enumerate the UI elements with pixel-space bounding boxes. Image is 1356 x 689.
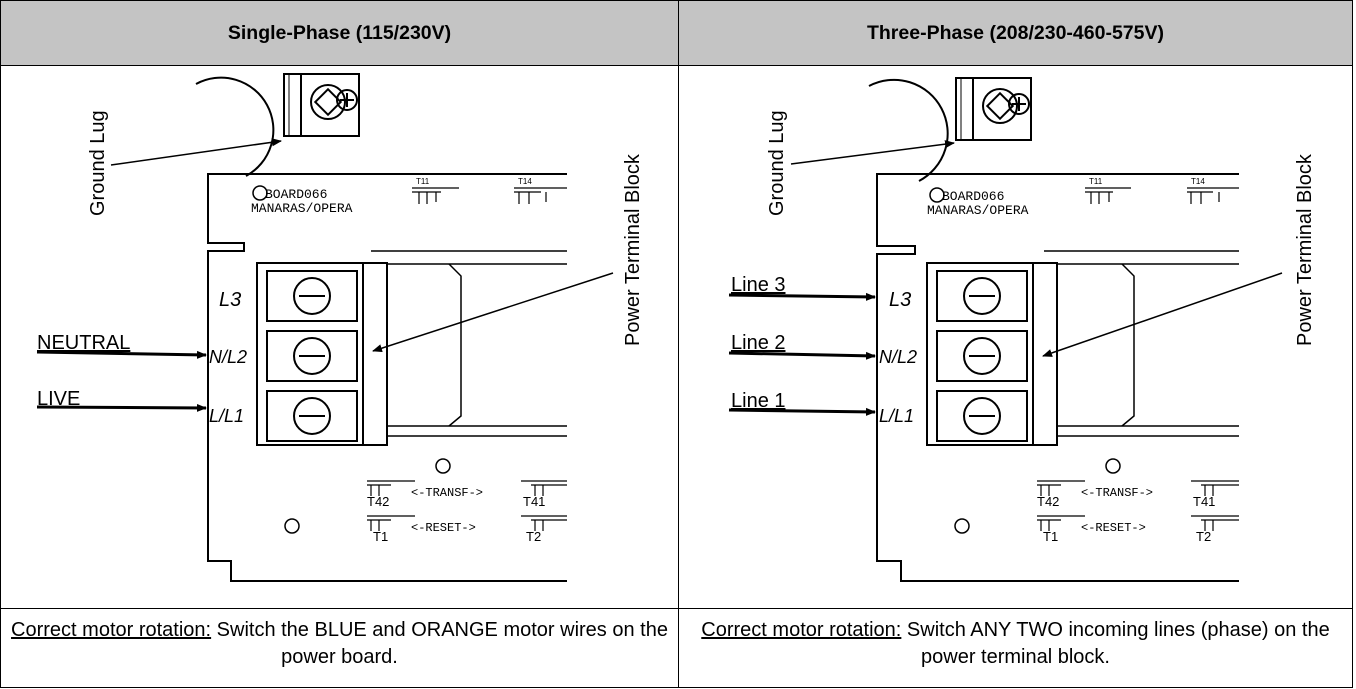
line3-arrow (728, 292, 876, 301)
label-t42: T42 (367, 494, 389, 509)
board-channel (371, 250, 567, 437)
label-reset: <-RESET-> (411, 521, 476, 535)
label-transf: <-TRANSF-> (1081, 486, 1153, 500)
header-three-phase: Three-Phase (208/230-460-575V) (679, 1, 1352, 65)
column-divider (678, 1, 679, 688)
wire-neutral-label: NEUTRAL (37, 332, 130, 354)
label-t14: T14 (1191, 177, 1205, 186)
label-t42: T42 (1037, 494, 1059, 509)
footer-divider (1, 608, 1352, 609)
ground-lug-icon (868, 77, 1032, 182)
terminal-t14-icon (1187, 187, 1239, 204)
label-t11: T11 (416, 177, 430, 186)
label-t1: T1 (373, 529, 388, 544)
footer-right-text: Switch ANY TWO incoming lines (phase) on… (901, 619, 1330, 668)
three-phase-diagram: BOARD066 MANARAS/OPERA T11 T14 L3 N/L2 L… (728, 77, 1316, 582)
label-t14: T14 (518, 177, 532, 186)
line3-label: Line 3 (731, 274, 786, 296)
footer-left-prefix: Correct motor rotation: (11, 619, 212, 641)
board-channel (1044, 250, 1239, 437)
line2-label: Line 2 (731, 332, 786, 354)
footer-single-phase: Correct motor rotation: Switch the BLUE … (1, 609, 678, 688)
label-nl2: N/L2 (209, 347, 247, 367)
label-t41: T41 (1193, 494, 1215, 509)
ground-lug-arrow (110, 138, 282, 166)
label-l3: L3 (219, 289, 241, 311)
board-name: MANARAS/OPERA (927, 203, 1029, 218)
board-id: BOARD066 (265, 187, 327, 202)
footer-left-text: Switch the BLUE and ORANGE motor wires o… (211, 619, 668, 668)
line1-arrow (728, 407, 876, 416)
label-t2: T2 (526, 529, 541, 544)
wire-live-arrow (36, 403, 207, 412)
power-terminal-block-label: Power Terminal Block (1294, 153, 1316, 346)
wire-neutral-arrow (36, 350, 207, 359)
power-terminal-block-icon (926, 262, 1058, 446)
power-terminal-block-icon (256, 262, 388, 446)
ground-lug-icon (195, 73, 360, 177)
label-t1: T1 (1043, 529, 1058, 544)
single-phase-diagram: BOARD066 MANARAS/OPERA T11 T14 L3 N/L2 L… (36, 73, 644, 582)
label-transf: <-TRANSF-> (411, 486, 483, 500)
terminal-t14-icon (514, 187, 567, 204)
header-single-phase: Single-Phase (115/230V) (1, 1, 678, 65)
footer-three-phase: Correct motor rotation: Switch ANY TWO i… (679, 609, 1352, 688)
board-outline (207, 173, 567, 582)
board-id: BOARD066 (942, 189, 1004, 204)
header-divider (1, 65, 1352, 66)
label-ll1: L/L1 (879, 406, 914, 426)
label-l3: L3 (889, 289, 911, 311)
label-t2: T2 (1196, 529, 1211, 544)
label-reset: <-RESET-> (1081, 521, 1146, 535)
power-terminal-block-arrow (372, 272, 614, 353)
board-outline (876, 173, 1239, 582)
label-ll1: L/L1 (209, 406, 244, 426)
ground-lug-label: Ground Lug (766, 110, 788, 216)
ground-lug-arrow (790, 140, 955, 165)
label-nl2: N/L2 (879, 347, 917, 367)
terminal-t11-icon (1085, 187, 1131, 204)
label-t11: T11 (1089, 177, 1103, 186)
line1-label: Line 1 (731, 390, 786, 412)
board-name: MANARAS/OPERA (251, 201, 353, 216)
terminal-t11-icon (412, 187, 459, 204)
power-terminal-block-arrow (1042, 272, 1283, 357)
label-t41: T41 (523, 494, 545, 509)
line2-arrow (728, 351, 876, 360)
footer-right-prefix: Correct motor rotation: (701, 619, 902, 641)
wire-live-label: LIVE (37, 388, 80, 410)
ground-lug-label: Ground Lug (87, 110, 109, 216)
power-terminal-block-label: Power Terminal Block (622, 153, 644, 346)
